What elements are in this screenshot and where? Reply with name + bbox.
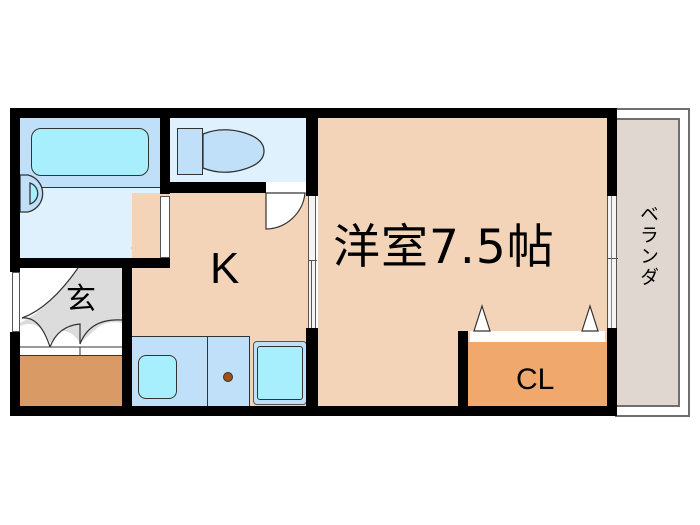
kitchen-label: K — [210, 244, 240, 293]
balcony: ベランダ — [617, 118, 680, 407]
wall-left-upper — [10, 108, 20, 272]
washing-machine-pan — [257, 346, 303, 400]
closet — [468, 342, 607, 406]
wall-kitchen-right-lower — [306, 328, 318, 416]
entrance-label: 玄 — [66, 282, 96, 317]
wall-bath-bottom — [20, 258, 170, 268]
balcony-label: ベランダ — [637, 204, 659, 288]
wall-closet-left — [458, 331, 468, 411]
room-sliding-door[interactable] — [308, 196, 317, 328]
toilet-tank — [177, 128, 203, 175]
kitchen-sink — [138, 355, 177, 399]
balcony-window[interactable] — [607, 196, 618, 328]
stove-burner-icon — [223, 372, 233, 382]
window-handle — [608, 258, 618, 259]
sliding-door-handle — [309, 260, 317, 261]
washbasin-icon — [19, 174, 44, 213]
closet-door-track — [470, 331, 605, 342]
window-split — [611, 196, 612, 328]
counter-divider — [207, 336, 208, 406]
wall-entrance-right — [122, 258, 132, 416]
wall-right-upper — [607, 108, 617, 196]
wall-toilet-bottom — [160, 182, 266, 193]
bathtub — [31, 128, 149, 176]
front-door[interactable] — [12, 272, 20, 332]
wall-right-lower — [607, 328, 617, 416]
toilet-bowl-icon — [202, 129, 265, 173]
wall-bath-right-upper — [160, 108, 170, 194]
closet-door-marker-right — [581, 304, 599, 332]
toilet-door-icon — [265, 183, 307, 230]
bath-door[interactable] — [160, 196, 170, 258]
wall-left-lower — [10, 332, 20, 416]
closet-door-marker-left — [473, 304, 491, 332]
wall-kitchen-right-upper — [306, 108, 318, 196]
shoe-cabinet — [20, 355, 124, 406]
sliding-door-split — [311, 260, 312, 328]
closet-label: CL — [516, 363, 555, 396]
main-room-label: 洋室7.5帖 — [333, 220, 555, 275]
entrance-floor — [20, 267, 124, 356]
